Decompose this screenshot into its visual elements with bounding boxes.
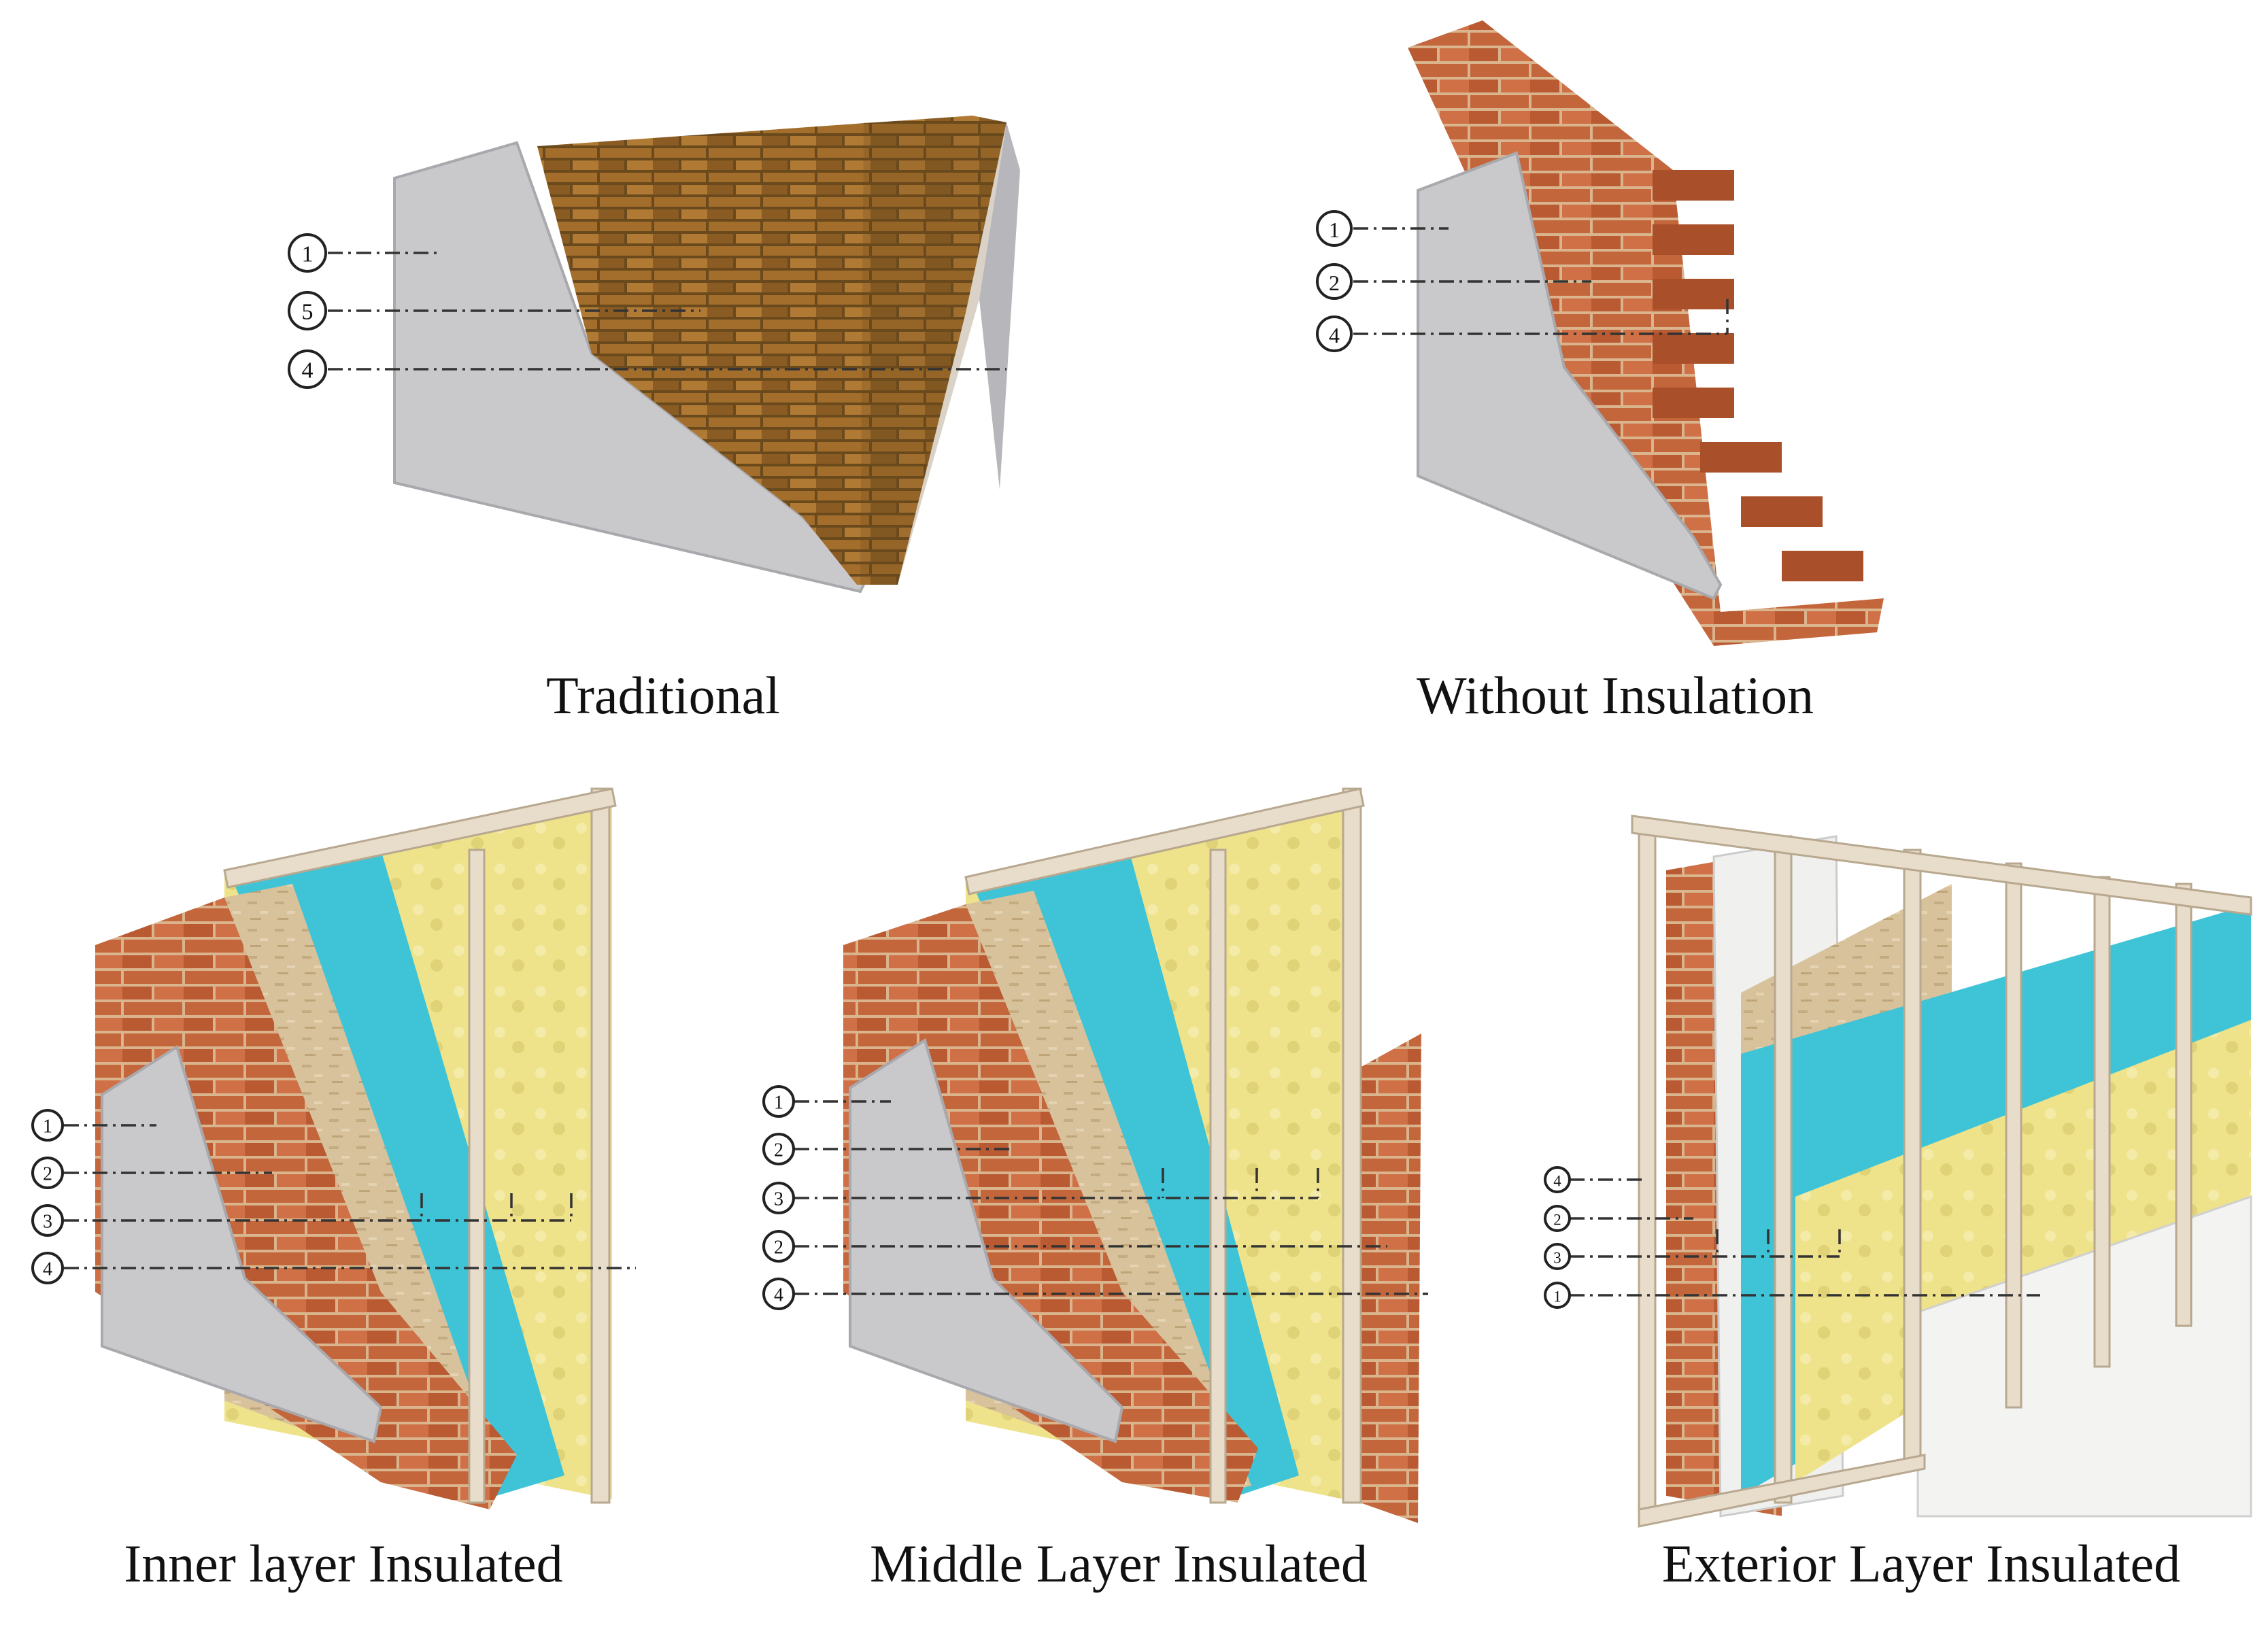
callout-exterior-layer-1: 1 xyxy=(1544,1282,2040,1309)
callout-middle-layer-1: 1 xyxy=(762,1085,891,1118)
svg-text:2: 2 xyxy=(43,1164,52,1185)
panel-traditional-illustration xyxy=(393,116,1020,594)
callout-exterior-layer-2: 2 xyxy=(1544,1205,1693,1232)
callout-middle-layer-2a: 2 xyxy=(762,1133,1013,1165)
svg-text:4: 4 xyxy=(1329,323,1340,347)
callout-traditional-4: 4 xyxy=(288,349,1006,389)
callout-middle-layer-3: 3 xyxy=(762,1168,1319,1214)
svg-text:3: 3 xyxy=(1553,1250,1561,1267)
svg-text:3: 3 xyxy=(774,1189,783,1210)
svg-text:2: 2 xyxy=(1553,1212,1561,1229)
svg-text:1: 1 xyxy=(43,1116,52,1138)
callout-exterior-layer-4: 4 xyxy=(1544,1166,1646,1193)
panel-title-without-insulation: Without Insulation xyxy=(1417,666,1814,725)
svg-text:2: 2 xyxy=(1329,271,1340,295)
svg-text:4: 4 xyxy=(302,358,314,383)
svg-text:4: 4 xyxy=(43,1259,52,1280)
panel-exterior-layer-illustration xyxy=(1631,815,2252,1528)
svg-text:4: 4 xyxy=(1553,1173,1561,1190)
callout-inner-layer-3: 3 xyxy=(31,1193,573,1237)
svg-text:3: 3 xyxy=(43,1212,52,1233)
callout-without-insulation-1: 1 xyxy=(1316,210,1449,247)
panel-middle-layer-illustration xyxy=(843,787,1421,1523)
panel-title-inner-layer: Inner layer Insulated xyxy=(124,1534,563,1593)
svg-text:1: 1 xyxy=(302,242,314,267)
callout-middle-layer-4: 4 xyxy=(762,1278,1428,1310)
callout-without-insulation-2: 2 xyxy=(1316,263,1591,300)
svg-text:2: 2 xyxy=(774,1140,783,1161)
panel-title-traditional: Traditional xyxy=(546,666,780,725)
panel-inner-layer-illustration xyxy=(95,787,617,1509)
svg-text:1: 1 xyxy=(1329,218,1340,242)
callout-inner-layer-1: 1 xyxy=(31,1109,156,1142)
callouts: 1 5 4 1 2 4 xyxy=(31,210,2040,1310)
panel-title-middle-layer: Middle Layer Insulated xyxy=(869,1534,1368,1593)
callout-inner-layer-4: 4 xyxy=(31,1252,636,1284)
svg-text:5: 5 xyxy=(302,300,314,325)
callout-exterior-layer-3: 3 xyxy=(1544,1229,1841,1270)
svg-text:1: 1 xyxy=(774,1093,783,1114)
svg-text:2: 2 xyxy=(774,1237,783,1259)
panel-title-exterior-layer: Exterior Layer Insulated xyxy=(1661,1534,2181,1593)
callout-without-insulation-4: 4 xyxy=(1316,299,1729,352)
svg-text:4: 4 xyxy=(774,1285,783,1306)
callout-traditional-1: 1 xyxy=(288,233,442,273)
callout-traditional-5: 5 xyxy=(288,291,700,330)
callout-middle-layer-2b: 2 xyxy=(762,1230,1387,1263)
svg-text:1: 1 xyxy=(1553,1288,1561,1305)
callout-inner-layer-2: 2 xyxy=(31,1157,272,1189)
